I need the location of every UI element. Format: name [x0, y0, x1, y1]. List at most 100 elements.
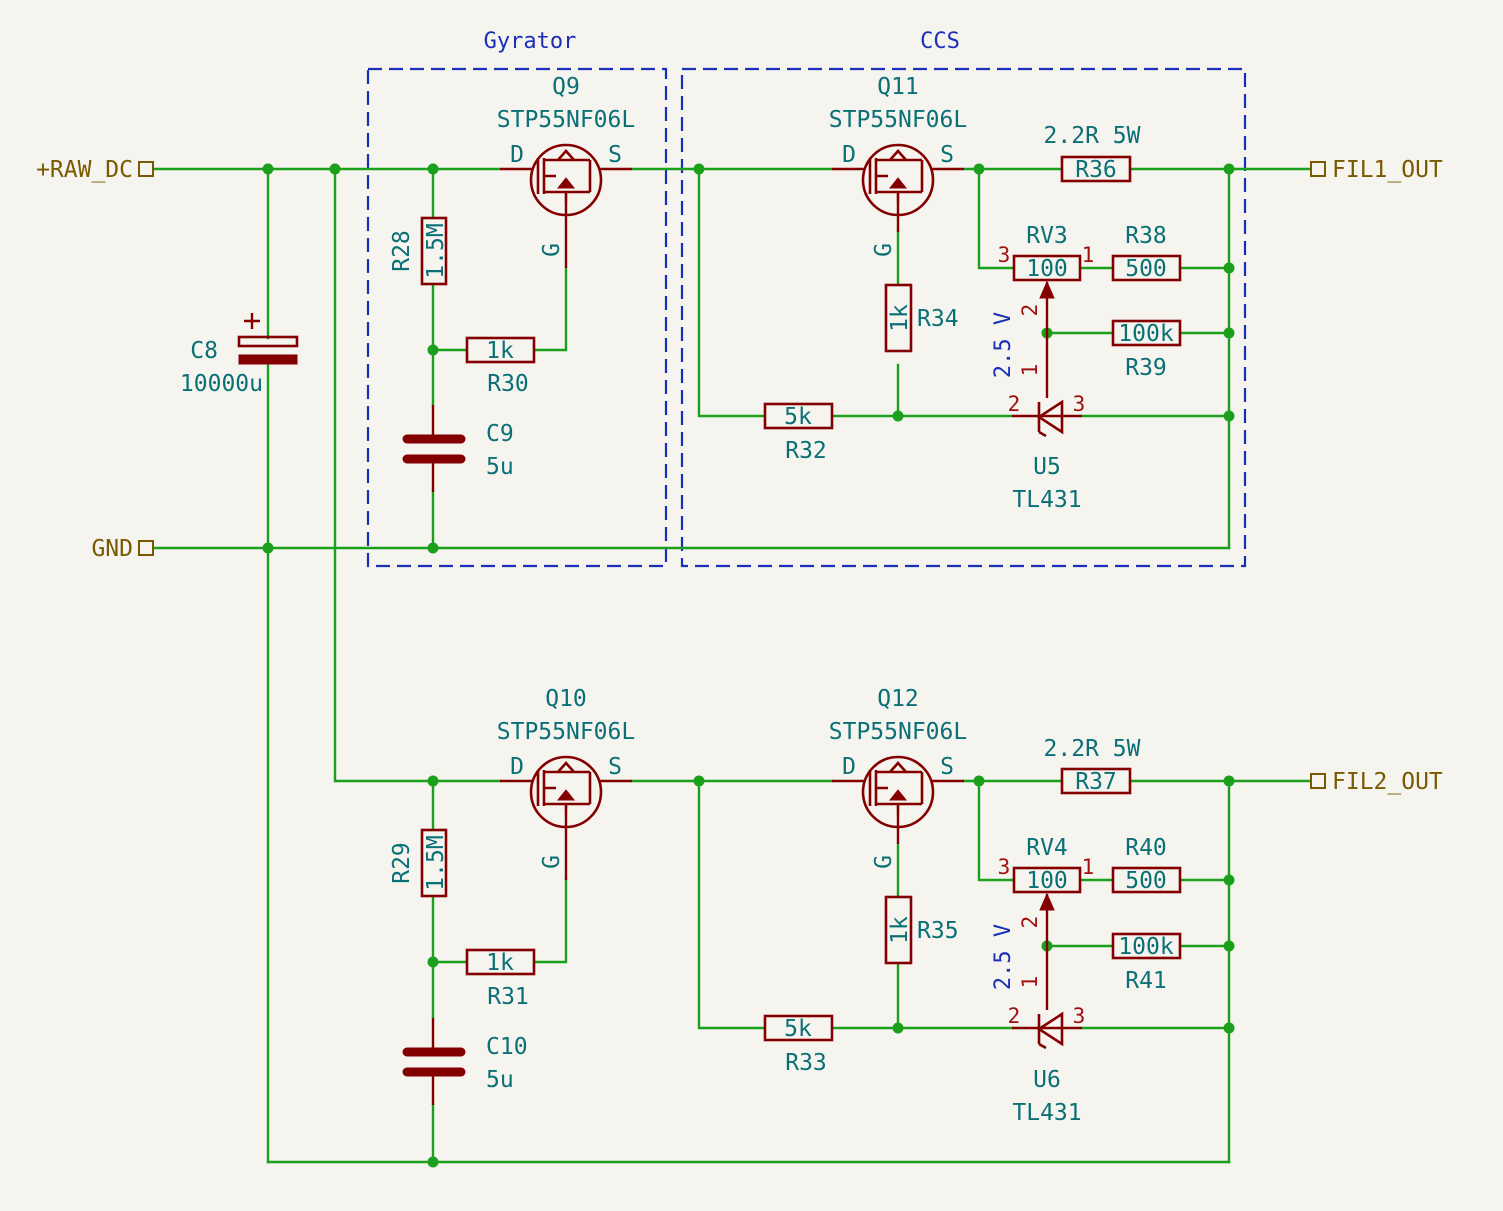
- resistor-r33: 5k R33: [763, 1014, 834, 1076]
- capacitor-c8: + C8 10000u: [180, 313, 299, 397]
- c9-ref: C9: [486, 421, 514, 447]
- port-fil2-out: FIL2_OUT: [1310, 769, 1443, 795]
- r31-value: 1k: [486, 950, 514, 976]
- svg-text:FIL1_OUT: FIL1_OUT: [1332, 157, 1443, 183]
- q9-value: STP55NF06L: [497, 107, 635, 133]
- svg-text:2: 2: [1018, 304, 1042, 317]
- r38-value: 500: [1125, 256, 1167, 282]
- capacitor-c10: C10 5u: [402, 1018, 528, 1105]
- svg-text:D: D: [510, 754, 524, 780]
- svg-text:+RAW_DC: +RAW_DC: [36, 157, 133, 183]
- svg-text:S: S: [940, 754, 954, 780]
- rv3-ref: RV3: [1026, 223, 1068, 249]
- r29-ref: R29: [389, 842, 415, 884]
- svg-text:1: 1: [1082, 243, 1095, 267]
- r36-ref: R36: [1075, 157, 1117, 183]
- r36-value: 2.2R 5W: [1044, 123, 1141, 149]
- svg-text:D: D: [842, 754, 856, 780]
- potentiometer-rv4: 100 RV4 3 1 2: [998, 835, 1095, 946]
- r33-ref: R33: [785, 1050, 827, 1076]
- svg-text:2: 2: [1018, 916, 1042, 929]
- svg-text:1: 1: [1018, 976, 1042, 989]
- svg-text:GND: GND: [91, 536, 133, 562]
- resistor-r37: R37 2.2R 5W: [1044, 736, 1141, 795]
- r28-ref: R28: [389, 230, 415, 272]
- ccs-group-box: [680, 67, 1247, 568]
- svg-text:2: 2: [1008, 1004, 1021, 1028]
- rv4-value: 100: [1026, 868, 1068, 894]
- q10-ref: Q10: [545, 686, 587, 712]
- r31-ref: R31: [487, 984, 529, 1010]
- shunt-regulator-u6: 2 3 1 2.5 V U6 TL431: [991, 924, 1085, 1126]
- resistor-r34: 1k R34: [884, 283, 959, 353]
- svg-text:G: G: [539, 855, 565, 869]
- resistor-r41: 100k R41: [1111, 932, 1182, 994]
- svg-text:3: 3: [998, 855, 1011, 879]
- q9-ref: Q9: [552, 74, 580, 100]
- mosfet-q9: Q9 STP55NF06L D S G: [497, 74, 635, 268]
- r33-value: 5k: [784, 1016, 812, 1042]
- r39-ref: R39: [1125, 355, 1167, 381]
- q11-ref: Q11: [877, 74, 919, 100]
- mosfet-q12: Q12 STP55NF06L D S G: [829, 686, 967, 869]
- svg-text:3: 3: [1073, 392, 1086, 416]
- svg-text:3: 3: [1073, 1004, 1086, 1028]
- port-raw-dc: +RAW_DC: [36, 157, 154, 183]
- r40-value: 500: [1125, 868, 1167, 894]
- wires: [153, 167, 1312, 1164]
- resistor-r39: 100k R39: [1111, 319, 1182, 381]
- r30-ref: R30: [487, 371, 529, 397]
- q11-value: STP55NF06L: [829, 107, 967, 133]
- r34-ref: R34: [917, 306, 959, 332]
- svg-text:G: G: [871, 855, 897, 869]
- r39-value: 100k: [1118, 321, 1174, 347]
- svg-text:S: S: [940, 142, 954, 168]
- port-gnd: GND: [91, 536, 154, 562]
- r41-ref: R41: [1125, 968, 1167, 994]
- r29-value: 1.5M: [423, 835, 449, 890]
- resistor-r28: 1.5M R28: [389, 216, 449, 286]
- shunt-regulator-u5: 2 3 1 2.5 V U5 TL431: [991, 312, 1085, 513]
- svg-text:S: S: [608, 754, 622, 780]
- r30-value: 1k: [486, 338, 514, 364]
- resistor-r36: R36 2.2R 5W: [1044, 123, 1141, 183]
- r32-value: 5k: [784, 404, 812, 430]
- resistor-r38: 500 R38: [1111, 223, 1182, 282]
- r35-ref: R35: [917, 918, 959, 944]
- svg-text:G: G: [539, 243, 565, 257]
- vref-annotation-2: 2.5 V: [991, 924, 1016, 990]
- svg-text:2: 2: [1008, 392, 1021, 416]
- rv3-value: 100: [1026, 256, 1068, 282]
- svg-text:1: 1: [1082, 855, 1095, 879]
- u5-value: TL431: [1012, 487, 1081, 513]
- q10-value: STP55NF06L: [497, 719, 635, 745]
- c8-value: 10000u: [180, 371, 263, 397]
- svg-text:G: G: [871, 243, 897, 257]
- svg-text:3: 3: [998, 243, 1011, 267]
- rv4-ref: RV4: [1026, 835, 1068, 861]
- resistor-r32: 5k R32: [763, 402, 834, 464]
- c10-value: 5u: [486, 1067, 514, 1093]
- capacitor-c9: C9 5u: [402, 405, 514, 492]
- vref-annotation-1: 2.5 V: [991, 312, 1016, 378]
- resistor-r31: 1k R31: [465, 948, 536, 1010]
- r37-value: 2.2R 5W: [1044, 736, 1141, 762]
- r34-value: 1k: [887, 304, 913, 332]
- u6-value: TL431: [1012, 1100, 1081, 1126]
- resistor-r30: 1k R30: [465, 336, 536, 397]
- r28-value: 1.5M: [423, 223, 449, 278]
- resistor-r35: 1k R35: [884, 895, 959, 965]
- potentiometer-rv3: 100 RV3 3 1 2: [998, 223, 1095, 333]
- q12-value: STP55NF06L: [829, 719, 967, 745]
- svg-text:FIL2_OUT: FIL2_OUT: [1332, 769, 1443, 795]
- c8-ref: C8: [190, 338, 218, 364]
- svg-text:S: S: [608, 142, 622, 168]
- gyrator-group-label: Gyrator: [484, 29, 577, 54]
- u6-ref: U6: [1033, 1067, 1061, 1093]
- svg-text:D: D: [510, 142, 524, 168]
- svg-text:1: 1: [1018, 364, 1042, 377]
- q12-ref: Q12: [877, 686, 919, 712]
- u5-ref: U5: [1033, 454, 1061, 480]
- c10-ref: C10: [486, 1034, 528, 1060]
